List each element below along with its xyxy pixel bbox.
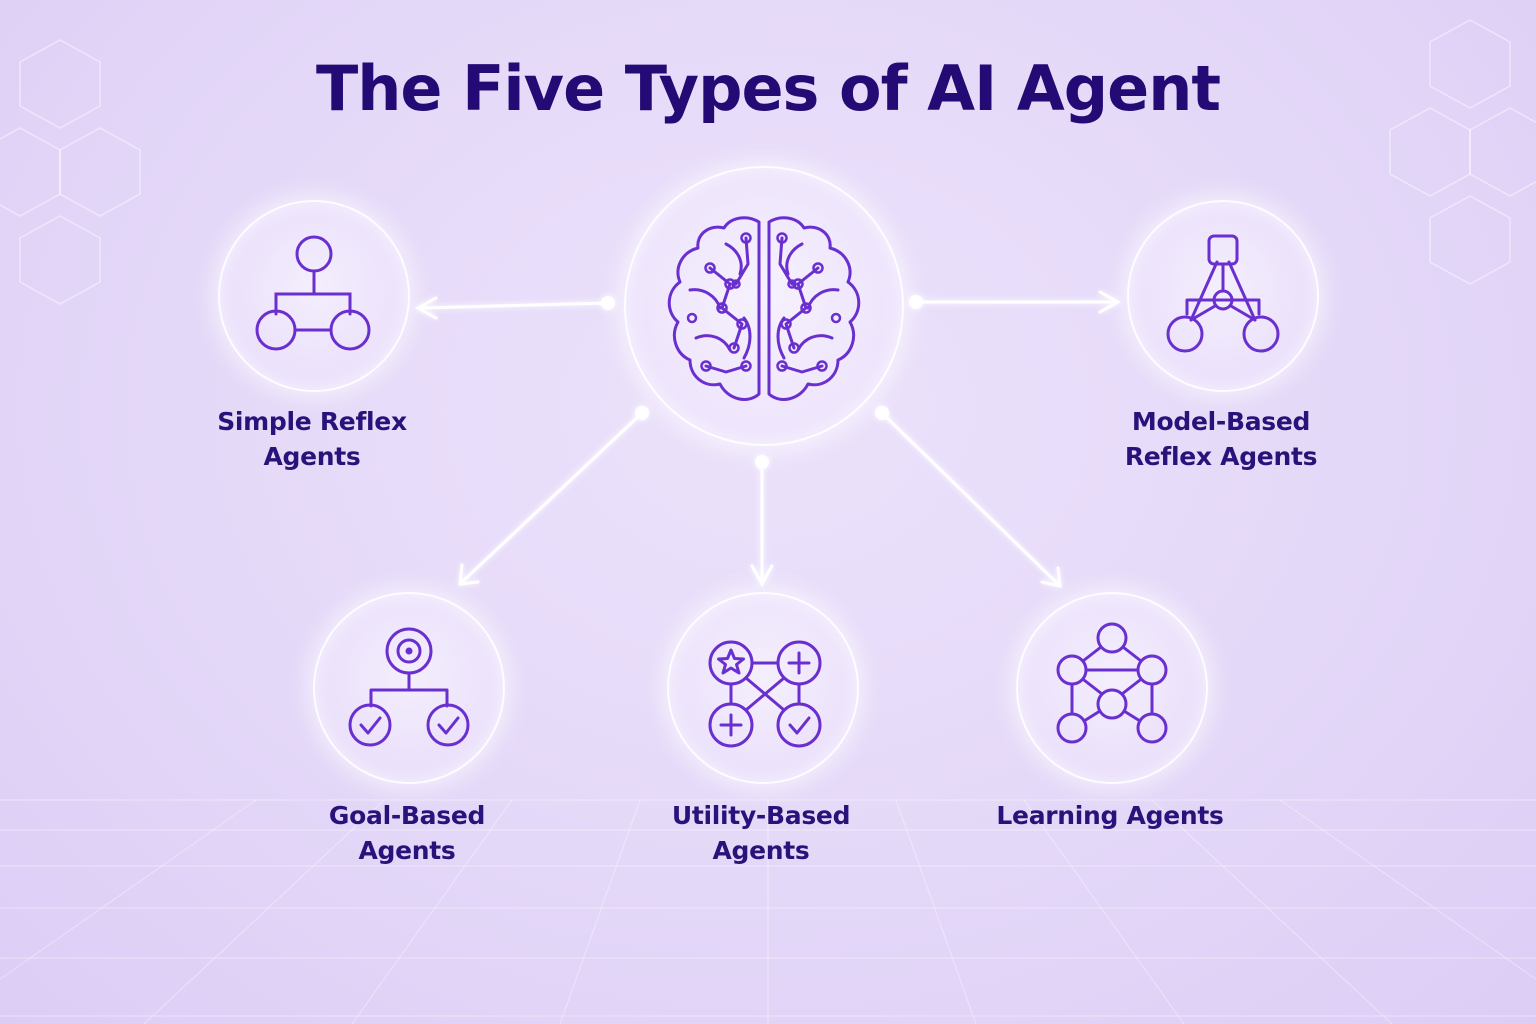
connector-dot-right [909, 295, 923, 309]
arrowhead-model-based [1098, 290, 1122, 314]
goal-based-label-line2: Agents [358, 836, 456, 865]
simple-reflex-node [218, 200, 410, 392]
utility-based-label: Utility-Based Agents [631, 798, 891, 868]
branch-tree-icon [255, 235, 371, 351]
target-check-icon [348, 627, 470, 747]
learning-network-icon [1056, 622, 1168, 744]
connector-learning [880, 411, 1060, 586]
connector-dot-bottom [755, 455, 769, 469]
network-hierarchy-icon [1166, 234, 1280, 353]
utility-based-label-line2: Agents [712, 836, 810, 865]
page-title: The Five Types of AI Agent [316, 52, 1221, 125]
model-based-label-line2: Reflex Agents [1124, 442, 1318, 471]
connector-dot-left [601, 296, 615, 310]
learning-node [1016, 592, 1208, 784]
connector-simple-reflex [420, 301, 610, 310]
goal-based-label: Goal-Based Agents [277, 798, 537, 868]
simple-reflex-label: Simple Reflex Agents [182, 404, 442, 474]
simple-reflex-label-line2: Agents [263, 442, 361, 471]
goal-based-node [313, 592, 505, 784]
connector-goal-based [460, 411, 644, 584]
arrowhead-learning [1040, 566, 1062, 588]
model-based-label: Model-Based Reflex Agents [1088, 404, 1354, 474]
brain-circuit-icon [667, 216, 861, 401]
connector-dot-lower-left [635, 406, 649, 420]
connector-dot-lower-right [875, 406, 889, 420]
arrowhead-simple-reflex [414, 296, 438, 320]
utility-based-label-line1: Utility-Based [671, 801, 851, 830]
star-plus-check-grid-icon [708, 640, 822, 748]
simple-reflex-label-line1: Simple Reflex [217, 407, 407, 436]
center-brain-node [624, 166, 904, 446]
utility-based-node [667, 592, 859, 784]
arrowhead-utility-based [750, 564, 774, 588]
model-based-label-line1: Model-Based [1131, 407, 1311, 436]
arrowhead-goal-based [458, 563, 480, 586]
goal-based-label-line1: Goal-Based [328, 801, 486, 830]
model-based-node [1127, 200, 1319, 392]
learning-label-line1: Learning Agents [996, 801, 1224, 830]
learning-label: Learning Agents [960, 798, 1260, 833]
